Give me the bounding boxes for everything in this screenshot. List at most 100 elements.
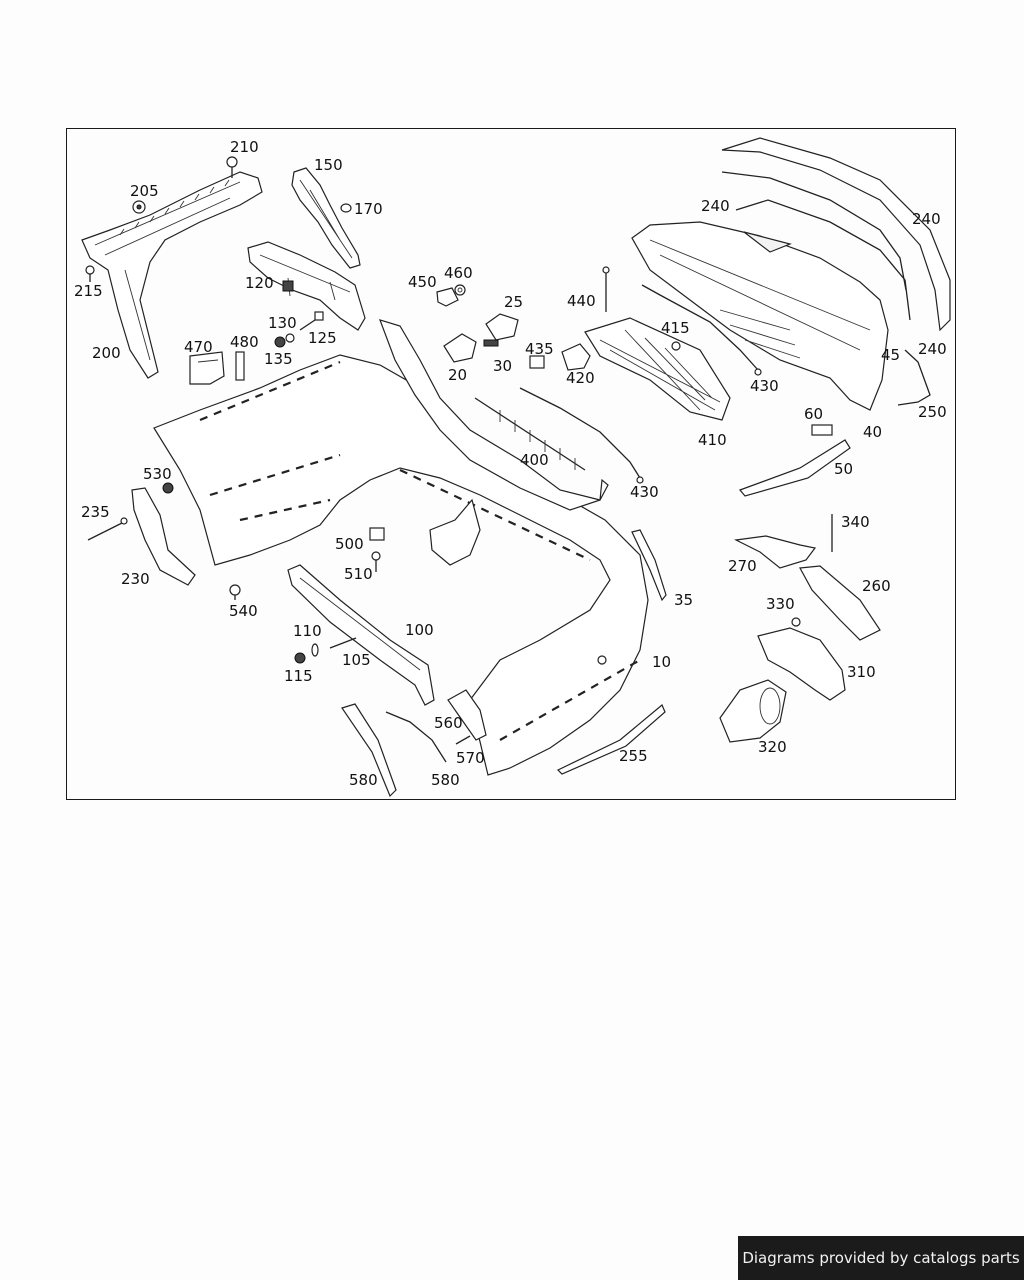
label-400: 400 <box>520 451 549 469</box>
part-125-bolt <box>299 311 324 331</box>
label-470: 470 <box>184 338 213 356</box>
label-415: 415 <box>661 319 690 337</box>
label-580-b: 580 <box>431 771 460 789</box>
part-410-grille <box>584 317 731 421</box>
part-570-screw <box>455 735 471 745</box>
part-100-bracket <box>287 564 435 706</box>
label-110: 110 <box>293 622 322 640</box>
label-435: 435 <box>525 340 554 358</box>
label-255: 255 <box>619 747 648 765</box>
label-20: 20 <box>448 366 467 384</box>
label-530: 530 <box>143 465 172 483</box>
part-240-trim-top <box>721 137 951 332</box>
part-420-holder <box>561 343 591 371</box>
part-480-strip <box>235 351 245 381</box>
part-580-strip-b <box>385 711 447 763</box>
label-200: 200 <box>92 344 121 362</box>
label-430-b: 430 <box>630 483 659 501</box>
part-115-nut <box>294 652 306 664</box>
part-230-bracket <box>131 487 196 586</box>
part-320-tailpipe <box>719 679 787 743</box>
label-135: 135 <box>264 350 293 368</box>
label-540: 540 <box>229 602 258 620</box>
part-120-bracket <box>247 241 366 331</box>
part-205-clip <box>132 200 146 214</box>
part-255-strip <box>556 704 666 775</box>
label-230: 230 <box>121 570 150 588</box>
part-bumper-upper-edge <box>379 319 609 511</box>
label-450: 450 <box>408 273 437 291</box>
part-150-bracket <box>291 167 361 269</box>
label-25: 25 <box>504 293 523 311</box>
label-115: 115 <box>284 667 313 685</box>
label-50: 50 <box>834 460 853 478</box>
part-105-bolt <box>329 637 357 649</box>
label-40: 40 <box>863 423 882 441</box>
part-bumper-center-bracket <box>429 498 481 566</box>
label-580-a: 580 <box>349 771 378 789</box>
part-430-wire-lower <box>519 387 644 484</box>
part-510-screw <box>371 551 381 572</box>
label-205: 205 <box>130 182 159 200</box>
part-60-bracket <box>811 424 833 436</box>
part-25-bracket <box>485 313 519 341</box>
label-560: 560 <box>434 714 463 732</box>
label-30: 30 <box>493 357 512 375</box>
part-240-trim-lower <box>735 199 911 321</box>
label-215: 215 <box>74 282 103 300</box>
part-500-clip <box>369 527 385 541</box>
label-45: 45 <box>881 346 900 364</box>
part-235-rivet <box>87 517 128 541</box>
part-560-bracket <box>447 689 487 741</box>
label-130: 130 <box>268 314 297 332</box>
label-240-c: 240 <box>918 340 947 358</box>
label-60: 60 <box>804 405 823 423</box>
part-number-labels: 210 150 205 170 215 120 200 470 480 130 … <box>74 138 947 789</box>
part-270-bracket <box>733 535 817 569</box>
label-270: 270 <box>728 557 757 575</box>
label-240-a: 240 <box>701 197 730 215</box>
label-235: 235 <box>81 503 110 521</box>
part-10-bumper-cover <box>153 354 649 776</box>
label-170: 170 <box>354 200 383 218</box>
part-200-bracket <box>81 171 263 379</box>
part-170-clip <box>340 203 352 213</box>
label-460: 460 <box>444 264 473 282</box>
part-250-trim <box>897 349 931 406</box>
label-250: 250 <box>918 403 947 421</box>
label-340: 340 <box>841 513 870 531</box>
label-210: 210 <box>230 138 259 156</box>
label-320: 320 <box>758 738 787 756</box>
label-310: 310 <box>847 663 876 681</box>
part-415-clip <box>671 341 681 351</box>
part-540-clip <box>229 584 241 600</box>
part-30-clip <box>483 339 499 347</box>
label-35: 35 <box>674 591 693 609</box>
part-580-strip-a <box>341 703 397 798</box>
label-125: 125 <box>308 329 337 347</box>
part-330-screw <box>791 617 801 627</box>
label-420: 420 <box>566 369 595 387</box>
part-400-wiring <box>474 397 586 471</box>
credit-banner: Diagrams provided by catalogs parts <box>738 1236 1024 1280</box>
label-10: 10 <box>652 653 671 671</box>
part-40-diffuser <box>631 221 889 411</box>
label-330: 330 <box>766 595 795 613</box>
label-260: 260 <box>862 577 891 595</box>
label-440: 440 <box>567 292 596 310</box>
part-215-screw <box>85 265 95 282</box>
part-450-sensor <box>436 287 459 307</box>
part-210-screw <box>226 156 238 178</box>
part-310-duct <box>757 627 846 701</box>
label-480: 480 <box>230 333 259 351</box>
label-100: 100 <box>405 621 434 639</box>
label-510: 510 <box>344 565 373 583</box>
part-35-strip <box>631 529 667 602</box>
label-410: 410 <box>698 431 727 449</box>
part-530-clip <box>162 482 174 494</box>
part-435-sensor <box>529 355 545 369</box>
part-50-strip <box>738 439 851 497</box>
label-570: 570 <box>456 749 485 767</box>
